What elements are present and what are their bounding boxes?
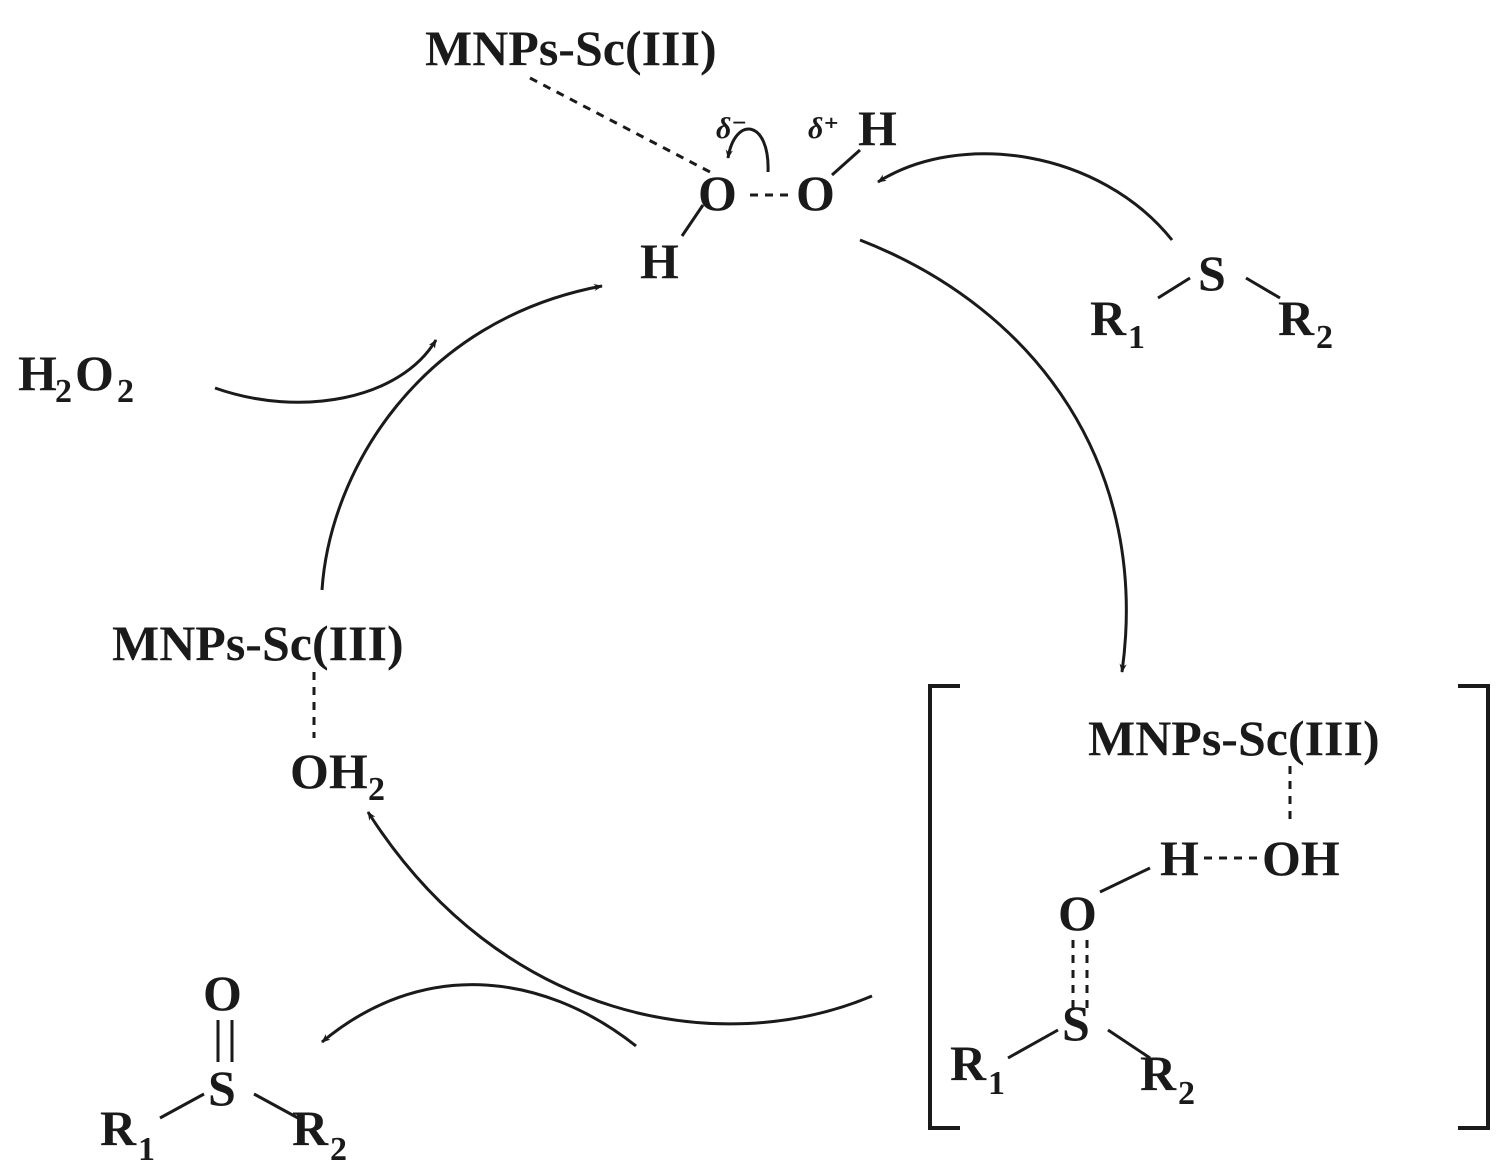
intermediate-r2: R	[1140, 1045, 1177, 1101]
intermediate-r2-sub: 2	[1178, 1075, 1195, 1112]
o-h-bond-left	[680, 204, 705, 237]
bracket-left	[928, 684, 960, 1130]
catalyst-label-top: MNPs-Sc(III)	[425, 20, 717, 76]
sulfoxide-product: O S R 1 R 2	[100, 965, 347, 1168]
bracketed-intermediate: MNPs-Sc(III) H OH O S R 1 R 2	[928, 684, 1490, 1130]
intermediate-h: H	[1160, 830, 1199, 886]
intermediate-r1-sub: 1	[988, 1065, 1005, 1102]
electron-push-arrow	[725, 127, 770, 173]
sulfide-r1-sub: 1	[1128, 319, 1145, 356]
product-o: O	[203, 965, 242, 1021]
product-r1-sub: 1	[138, 1131, 155, 1168]
product-r1: R	[100, 1100, 137, 1156]
intermediate-s-r2-bond	[1107, 1028, 1151, 1060]
h2o2-reagent: H 2 O 2	[18, 345, 134, 410]
sulfide-r2: R	[1278, 290, 1315, 346]
intermediate-o: O	[1058, 885, 1097, 941]
sc-o-coordination-dash	[529, 76, 711, 174]
o-h-bond-intermediate	[1099, 866, 1151, 894]
product-s-r1-bond	[159, 1092, 205, 1120]
sulfide-s-r1-bond	[1157, 276, 1191, 300]
peroxide-h-right: H	[858, 100, 897, 156]
product-r2: R	[292, 1100, 329, 1156]
peroxide-h-left: H	[640, 233, 679, 289]
hydrated-catalyst: MNPs-Sc(III) OH 2	[112, 615, 404, 808]
intermediate-s-r1-bond	[1007, 1028, 1059, 1060]
product-r2-sub: 2	[330, 1131, 347, 1168]
h2o2-o: O	[75, 345, 114, 401]
sulfide-s-r2-bond	[1245, 276, 1281, 300]
delta-plus-label: δ⁺	[808, 112, 839, 145]
sulfide-s: S	[1198, 245, 1226, 301]
product-s: S	[208, 1060, 236, 1116]
h2o2-sub2: 2	[117, 373, 134, 410]
peroxide-o-left: O	[698, 165, 737, 221]
sulfide-reactant: S R 1 R 2	[1090, 245, 1333, 356]
h2o2-h: H	[18, 345, 57, 401]
arrow-sulfide-attack	[877, 152, 1174, 241]
arrow-product-release	[321, 983, 637, 1048]
cycle-arrows	[214, 152, 1174, 1048]
arrow-to-hydrated-catalyst	[366, 811, 873, 1026]
water-oh: OH	[290, 743, 368, 799]
water-sub: 2	[368, 771, 385, 808]
delta-minus-label: δ⁻	[716, 112, 747, 145]
peroxide-o-right: O	[796, 165, 835, 221]
o-h-bond-right	[831, 148, 861, 177]
h2o2-sub1: 2	[55, 373, 72, 410]
bracket-right	[1458, 684, 1490, 1130]
intermediate-s: S	[1062, 995, 1090, 1051]
catalyst-label-intermediate: MNPs-Sc(III)	[1088, 710, 1380, 766]
arrow-catalyst-regeneration	[320, 283, 603, 591]
catalyst-label-left: MNPs-Sc(III)	[112, 615, 404, 671]
arrow-h2o2-entry	[214, 339, 438, 404]
sulfide-r1: R	[1090, 290, 1127, 346]
intermediate-r1: R	[950, 1035, 987, 1091]
intermediate-oh: OH	[1262, 830, 1340, 886]
sulfide-r2-sub: 2	[1316, 319, 1333, 356]
activated-peroxide-complex: MNPs-Sc(III) δ⁻ δ⁺ H O O H	[425, 20, 897, 289]
product-s-r2-bond	[253, 1092, 299, 1120]
arrow-to-intermediate	[859, 238, 1128, 673]
